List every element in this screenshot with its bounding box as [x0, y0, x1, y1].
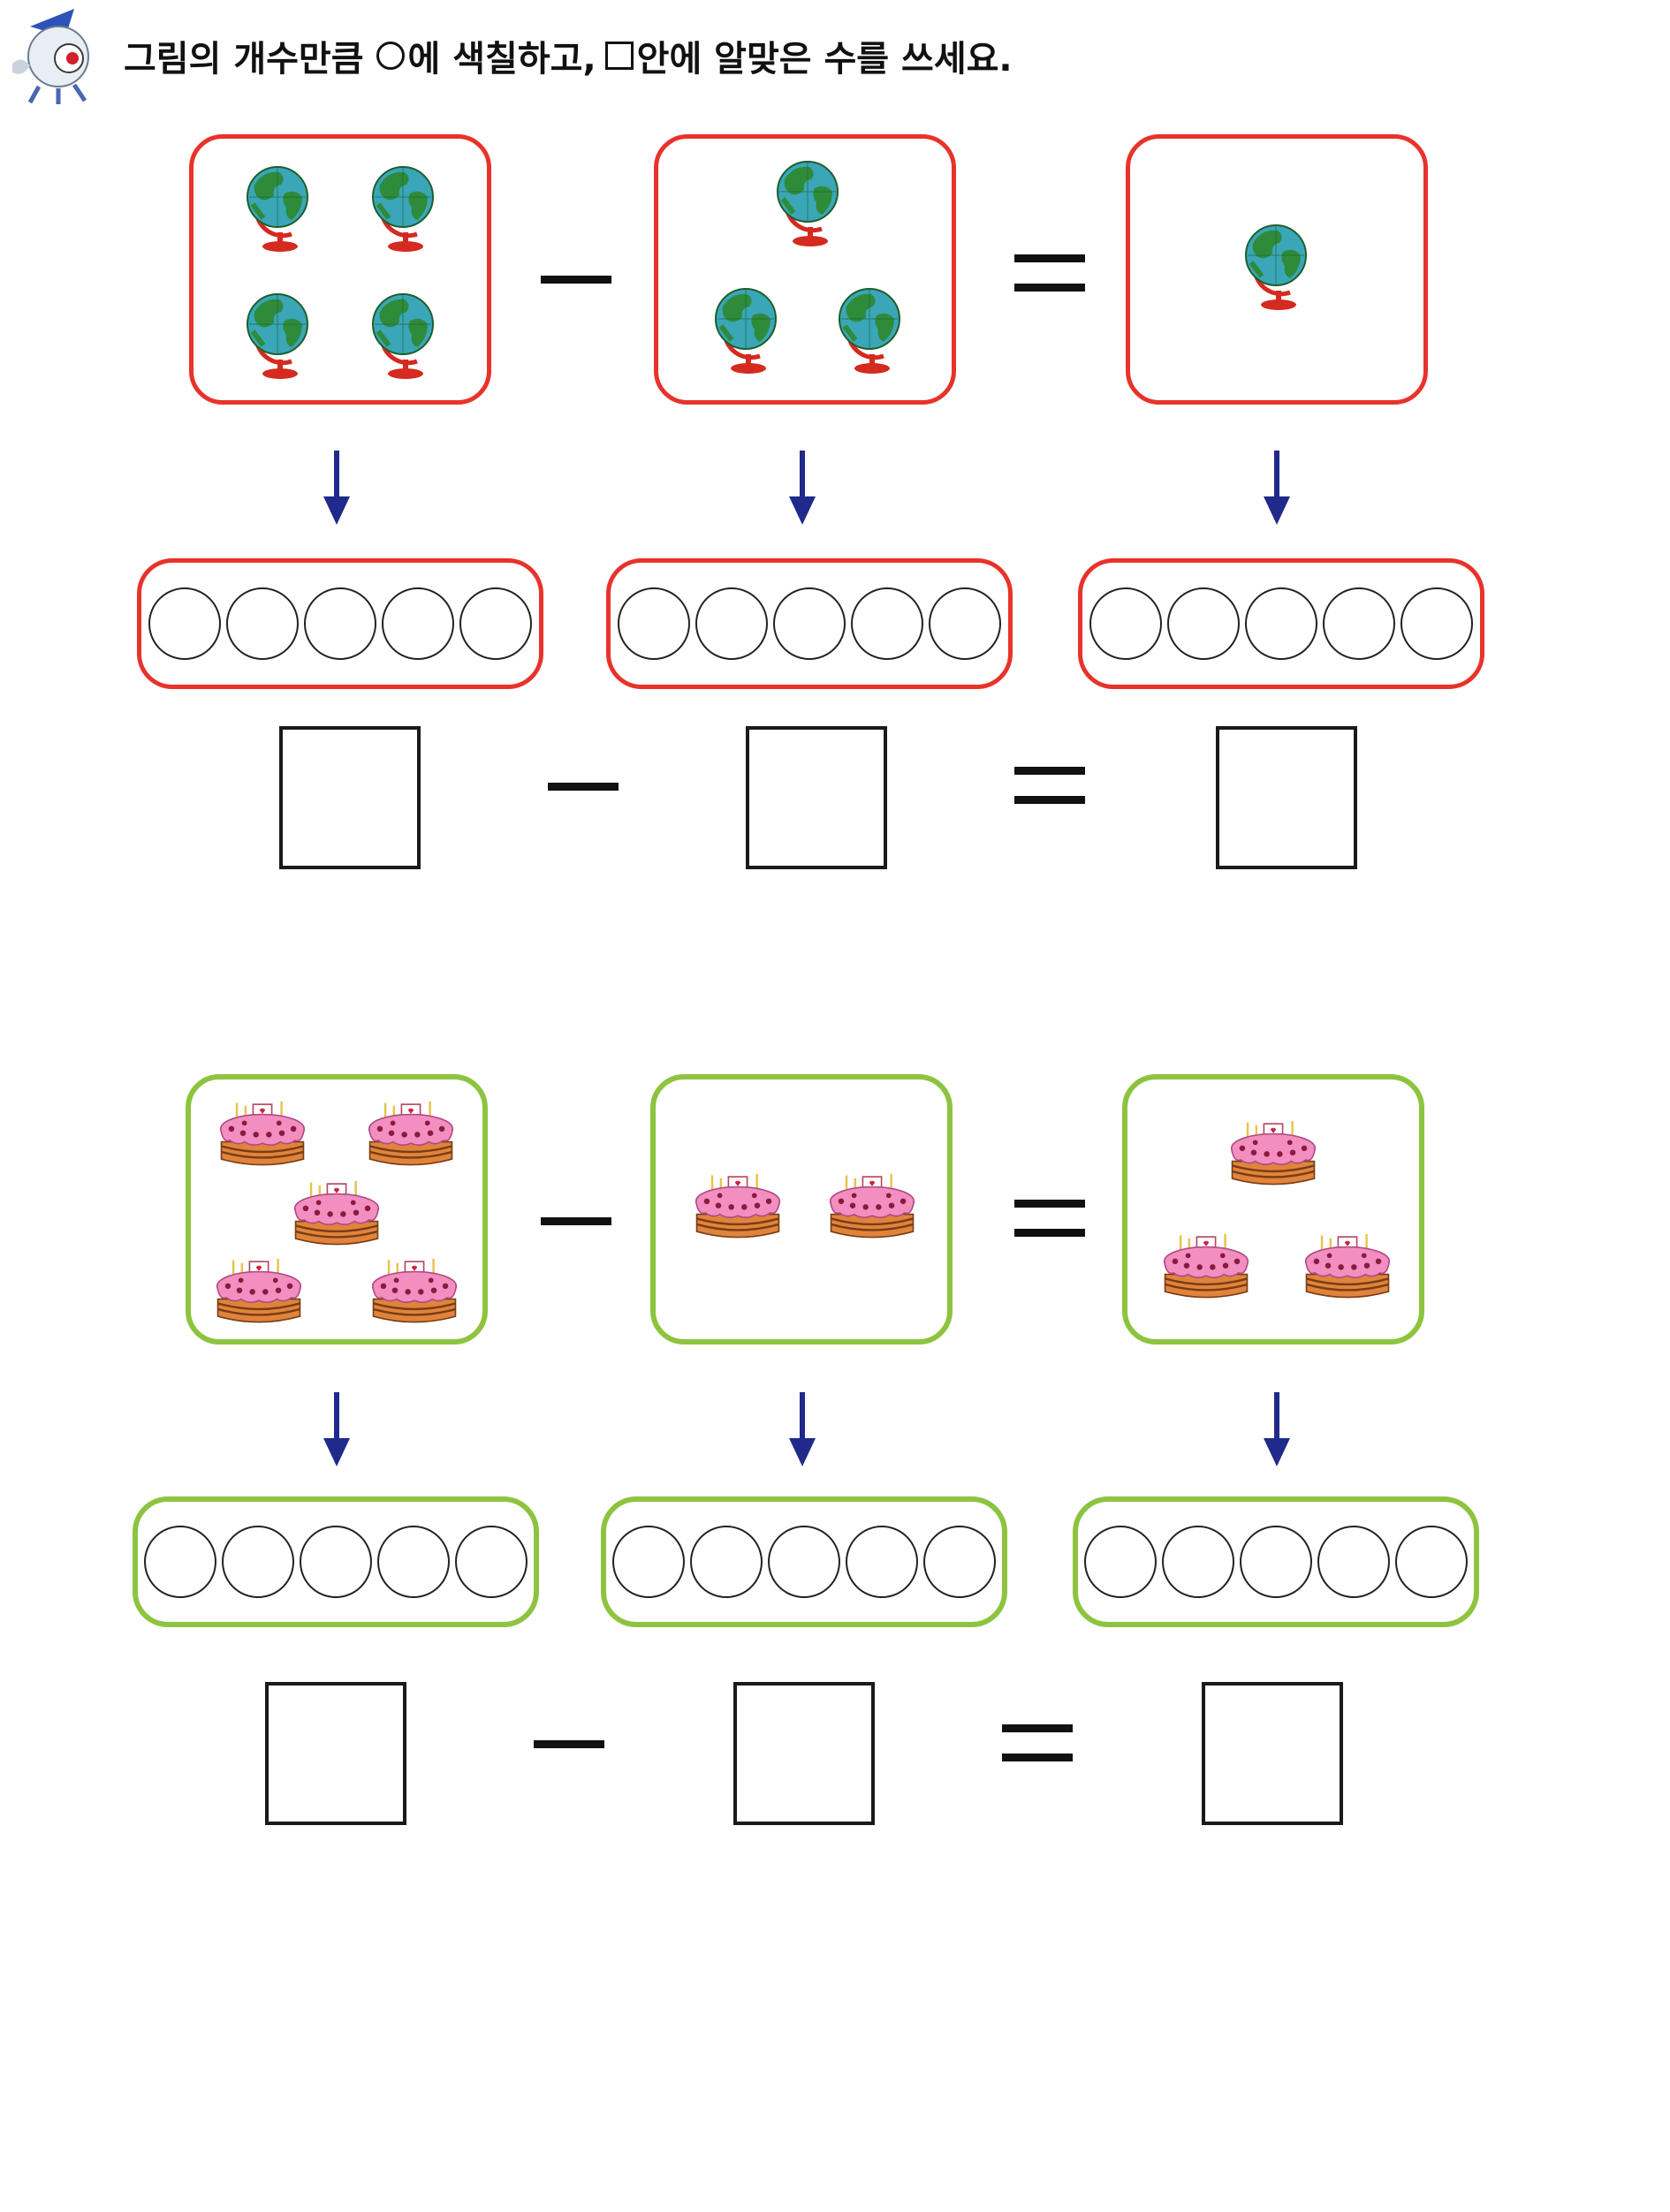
answer-box-minuend[interactable] — [265, 1682, 406, 1825]
globe-icon — [361, 158, 450, 255]
down-arrow-icon — [789, 1392, 816, 1466]
equals-sign — [1014, 1200, 1085, 1237]
globe-icon — [361, 285, 450, 383]
picture-box-result — [1126, 134, 1428, 405]
coloring-circle[interactable] — [459, 587, 532, 660]
coloring-circle[interactable] — [690, 1526, 763, 1598]
picture-box-minuend — [189, 134, 491, 405]
minus-sign — [548, 783, 619, 791]
equals-sign — [1014, 254, 1085, 292]
cake-icon — [829, 1172, 915, 1239]
down-arrow-icon — [1264, 451, 1290, 525]
coloring-circle[interactable] — [455, 1526, 528, 1598]
answer-box-result[interactable] — [1216, 726, 1357, 869]
circle-row-subtrahend — [601, 1496, 1007, 1627]
circle-row-subtrahend — [606, 558, 1013, 689]
coloring-circle[interactable] — [1089, 587, 1162, 660]
minus-sign — [541, 276, 611, 284]
circle-row-result — [1073, 1496, 1479, 1627]
cake-icon — [1163, 1232, 1249, 1299]
coloring-circle[interactable] — [1245, 587, 1317, 660]
answer-box-minuend[interactable] — [279, 726, 421, 869]
circle-row-minuend — [133, 1496, 539, 1627]
picture-box-subtrahend — [650, 1074, 953, 1345]
circle-row-result — [1078, 558, 1484, 689]
equals-sign — [1002, 1724, 1073, 1761]
coloring-circle[interactable] — [382, 587, 454, 660]
cake-icon — [368, 1100, 454, 1166]
down-arrow-icon — [323, 451, 350, 525]
coloring-circle[interactable] — [923, 1526, 996, 1598]
coloring-circle[interactable] — [377, 1526, 450, 1598]
down-arrow-icon — [789, 451, 816, 525]
cake-icon — [1304, 1232, 1391, 1299]
instruction-part3: 안에 알맞은 수를 쓰세요. — [636, 39, 1013, 80]
cake-icon — [293, 1179, 380, 1246]
circle-row-minuend — [137, 558, 543, 689]
coloring-circle[interactable] — [618, 587, 690, 660]
answer-box-subtrahend[interactable] — [746, 726, 887, 869]
cake-icon — [1230, 1119, 1317, 1186]
globe-icon — [828, 280, 916, 377]
globe-icon — [236, 158, 324, 255]
instruction-text: 그림의 개수만큼 에 색칠하고, 안에 알맞은 수를 쓰세요. — [124, 30, 1013, 81]
coloring-circle[interactable] — [148, 587, 221, 660]
globe-icon — [704, 280, 793, 377]
instruction-part1: 그림의 개수만큼 — [124, 39, 364, 80]
answer-box-subtrahend[interactable] — [733, 1682, 875, 1825]
robot-mascot-icon — [12, 9, 89, 104]
instruction-part2: 에 색칠하고, — [407, 39, 596, 80]
minus-sign — [541, 1217, 611, 1225]
cake-icon — [695, 1172, 781, 1239]
coloring-circle[interactable] — [304, 587, 376, 660]
coloring-circle[interactable] — [929, 587, 1001, 660]
coloring-circle[interactable] — [300, 1526, 372, 1598]
picture-box-subtrahend — [654, 134, 956, 405]
coloring-circle[interactable] — [1395, 1526, 1468, 1598]
coloring-circle[interactable] — [851, 587, 923, 660]
down-arrow-icon — [1264, 1392, 1290, 1466]
coloring-circle[interactable] — [1084, 1526, 1157, 1598]
cake-icon — [216, 1257, 302, 1323]
picture-box-minuend — [186, 1074, 488, 1345]
coloring-circle[interactable] — [612, 1526, 685, 1598]
picture-box-result — [1122, 1074, 1424, 1345]
cake-icon — [219, 1100, 306, 1166]
cake-icon — [371, 1257, 458, 1323]
coloring-circle[interactable] — [1162, 1526, 1234, 1598]
coloring-circle[interactable] — [222, 1526, 294, 1598]
coloring-circle[interactable] — [1167, 587, 1240, 660]
square-symbol-icon — [604, 42, 634, 70]
coloring-circle[interactable] — [1317, 1526, 1390, 1598]
coloring-circle[interactable] — [144, 1526, 216, 1598]
minus-sign — [534, 1740, 604, 1748]
globe-icon — [1234, 216, 1323, 314]
globe-icon — [766, 153, 854, 250]
coloring-circle[interactable] — [226, 587, 299, 660]
coloring-circle[interactable] — [1240, 1526, 1312, 1598]
coloring-circle[interactable] — [1323, 587, 1395, 660]
coloring-circle[interactable] — [768, 1526, 840, 1598]
globe-icon — [236, 285, 324, 383]
coloring-circle[interactable] — [695, 587, 768, 660]
down-arrow-icon — [323, 1392, 350, 1466]
answer-box-result[interactable] — [1202, 1682, 1343, 1825]
coloring-circle[interactable] — [846, 1526, 918, 1598]
coloring-circle[interactable] — [1401, 587, 1473, 660]
equals-sign — [1014, 767, 1085, 804]
coloring-circle[interactable] — [773, 587, 846, 660]
circle-symbol-icon — [376, 42, 405, 70]
